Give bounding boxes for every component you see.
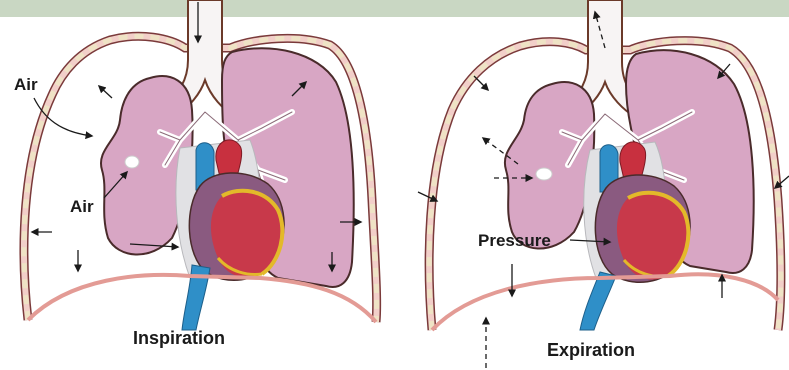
lung-collapsed-right bbox=[505, 82, 594, 248]
inspiration-panel: Air Air Inspiration bbox=[14, 0, 377, 348]
label-pressure: Pressure bbox=[478, 231, 551, 250]
caption-expiration: Expiration bbox=[547, 340, 635, 360]
expiration-panel: Pressure Expiration bbox=[418, 0, 789, 368]
label-air-mid: Air bbox=[70, 197, 94, 216]
label-air-top: Air bbox=[14, 75, 38, 94]
caption-inspiration: Inspiration bbox=[133, 328, 225, 348]
